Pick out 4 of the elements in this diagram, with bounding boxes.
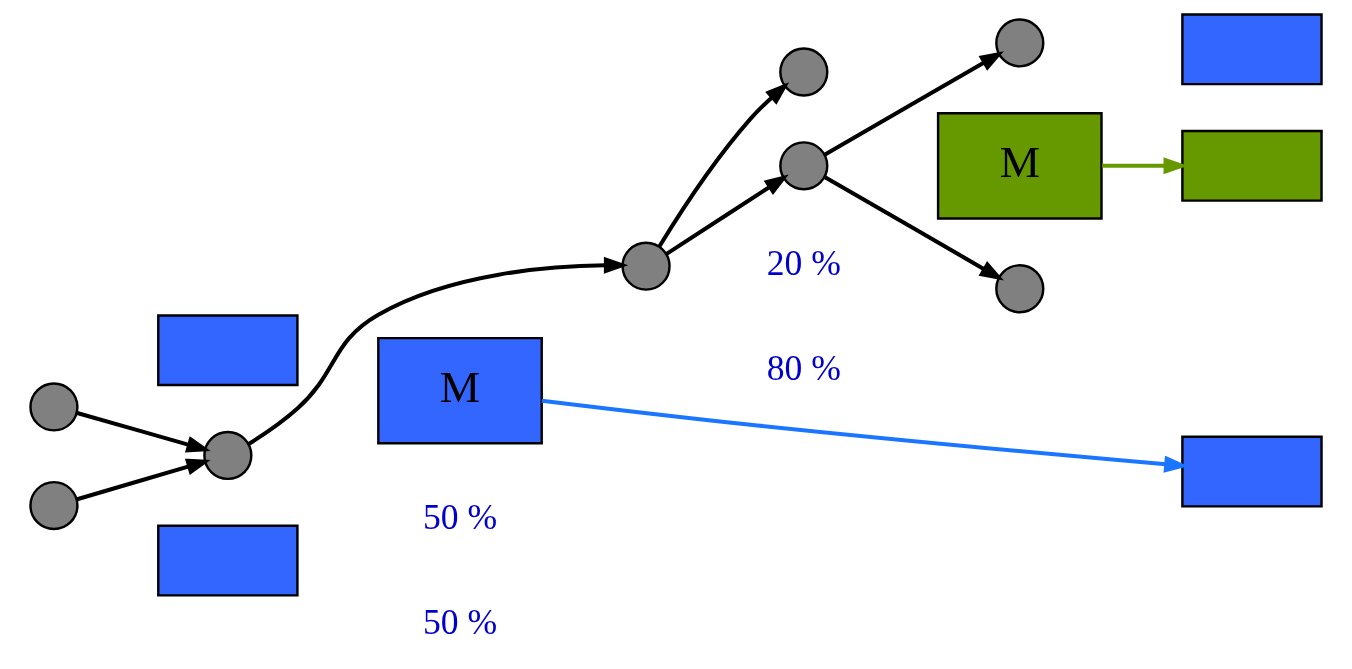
label: 50 % xyxy=(422,602,498,643)
label: 20 % xyxy=(766,243,841,284)
label: 50 % xyxy=(422,497,498,538)
label: 80 % xyxy=(766,348,841,389)
